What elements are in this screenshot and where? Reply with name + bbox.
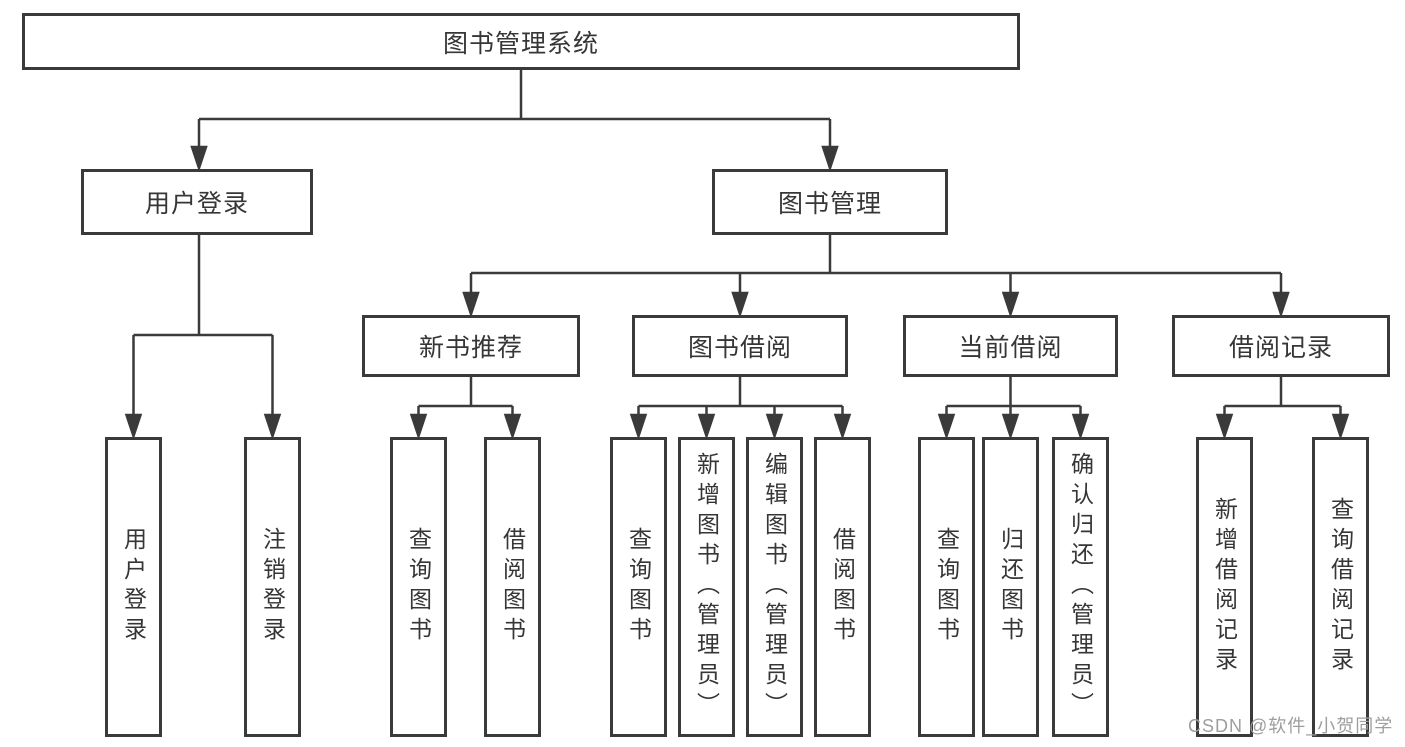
leaf-borrow-books-recommend: 借阅图书 — [484, 437, 541, 737]
node-label: 图书借阅 — [687, 334, 792, 362]
leaf-logout-login: 注销登录 — [244, 437, 301, 737]
leaf-label: 用户登录 — [120, 527, 147, 647]
leaf-return-books: 归还图书 — [982, 437, 1039, 737]
arrowhead-user-login — [190, 145, 208, 172]
leaf-query-borrow-record: 查询借阅记录 — [1312, 437, 1369, 737]
leaf-label: 查询图书 — [405, 527, 432, 647]
leaf-confirm-return-admin: 确认归还（管理员） — [1052, 437, 1109, 737]
leaf-label: 新增借阅记录 — [1211, 497, 1238, 677]
leaf-borrow-books: 借阅图书 — [814, 437, 871, 737]
leaf-label: 查询图书 — [933, 527, 960, 647]
node-label: 图书管理系统 — [442, 29, 599, 58]
leaf-query-books-recommend: 查询图书 — [390, 437, 447, 737]
leaf-query-books-borrow: 查询图书 — [610, 437, 667, 737]
node-current-borrowing: 当前借阅 — [903, 315, 1118, 377]
leaf-label: 注销登录 — [259, 527, 286, 647]
leaf-label: 查询图书 — [625, 527, 652, 647]
leaf-add-borrow-record: 新增借阅记录 — [1196, 437, 1253, 737]
leaf-user-login: 用户登录 — [105, 437, 162, 737]
leaf-label: 借阅图书 — [829, 527, 856, 647]
node-label: 借阅记录 — [1228, 334, 1333, 362]
node-label: 用户登录 — [144, 190, 249, 218]
node-book-borrowing: 图书借阅 — [632, 315, 848, 377]
arrowhead-book-management — [821, 145, 839, 172]
leaf-label: 归还图书 — [997, 527, 1024, 647]
leaf-query-books-current: 查询图书 — [918, 437, 975, 737]
node-book-management: 图书管理 — [712, 169, 948, 235]
node-library-management-system: 图书管理系统 — [22, 13, 1020, 70]
node-user-login: 用户登录 — [81, 169, 313, 235]
leaf-label: 编辑图书（管理员） — [761, 452, 788, 722]
leaf-label: 借阅图书 — [499, 527, 526, 647]
node-label: 新书推荐 — [418, 334, 523, 362]
node-new-book-recommendation: 新书推荐 — [362, 315, 580, 377]
leaf-label: 查询借阅记录 — [1327, 497, 1354, 677]
node-label: 当前借阅 — [958, 334, 1063, 362]
leaf-label: 新增图书（管理员） — [693, 452, 720, 722]
node-borrowing-records: 借阅记录 — [1172, 315, 1390, 377]
leaf-label: 确认归还（管理员） — [1067, 452, 1094, 722]
leaf-edit-books-admin: 编辑图书（管理员） — [746, 437, 803, 737]
leaf-add-books-admin: 新增图书（管理员） — [678, 437, 735, 737]
csdn-watermark: CSDN @软件_小贺同学 — [1188, 716, 1394, 736]
node-label: 图书管理 — [777, 190, 882, 218]
